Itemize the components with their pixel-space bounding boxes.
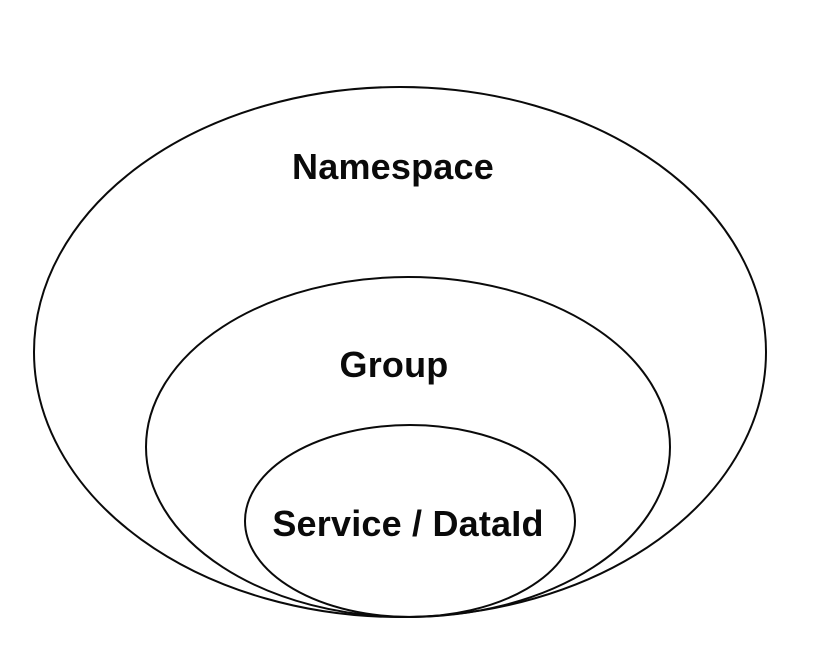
group-ellipse: [145, 276, 671, 618]
service-dataid-label: Service / DataId: [272, 503, 544, 544]
namespace-label: Namespace: [292, 146, 494, 187]
service-dataid-ellipse: [244, 424, 576, 618]
group-label: Group: [339, 344, 449, 385]
